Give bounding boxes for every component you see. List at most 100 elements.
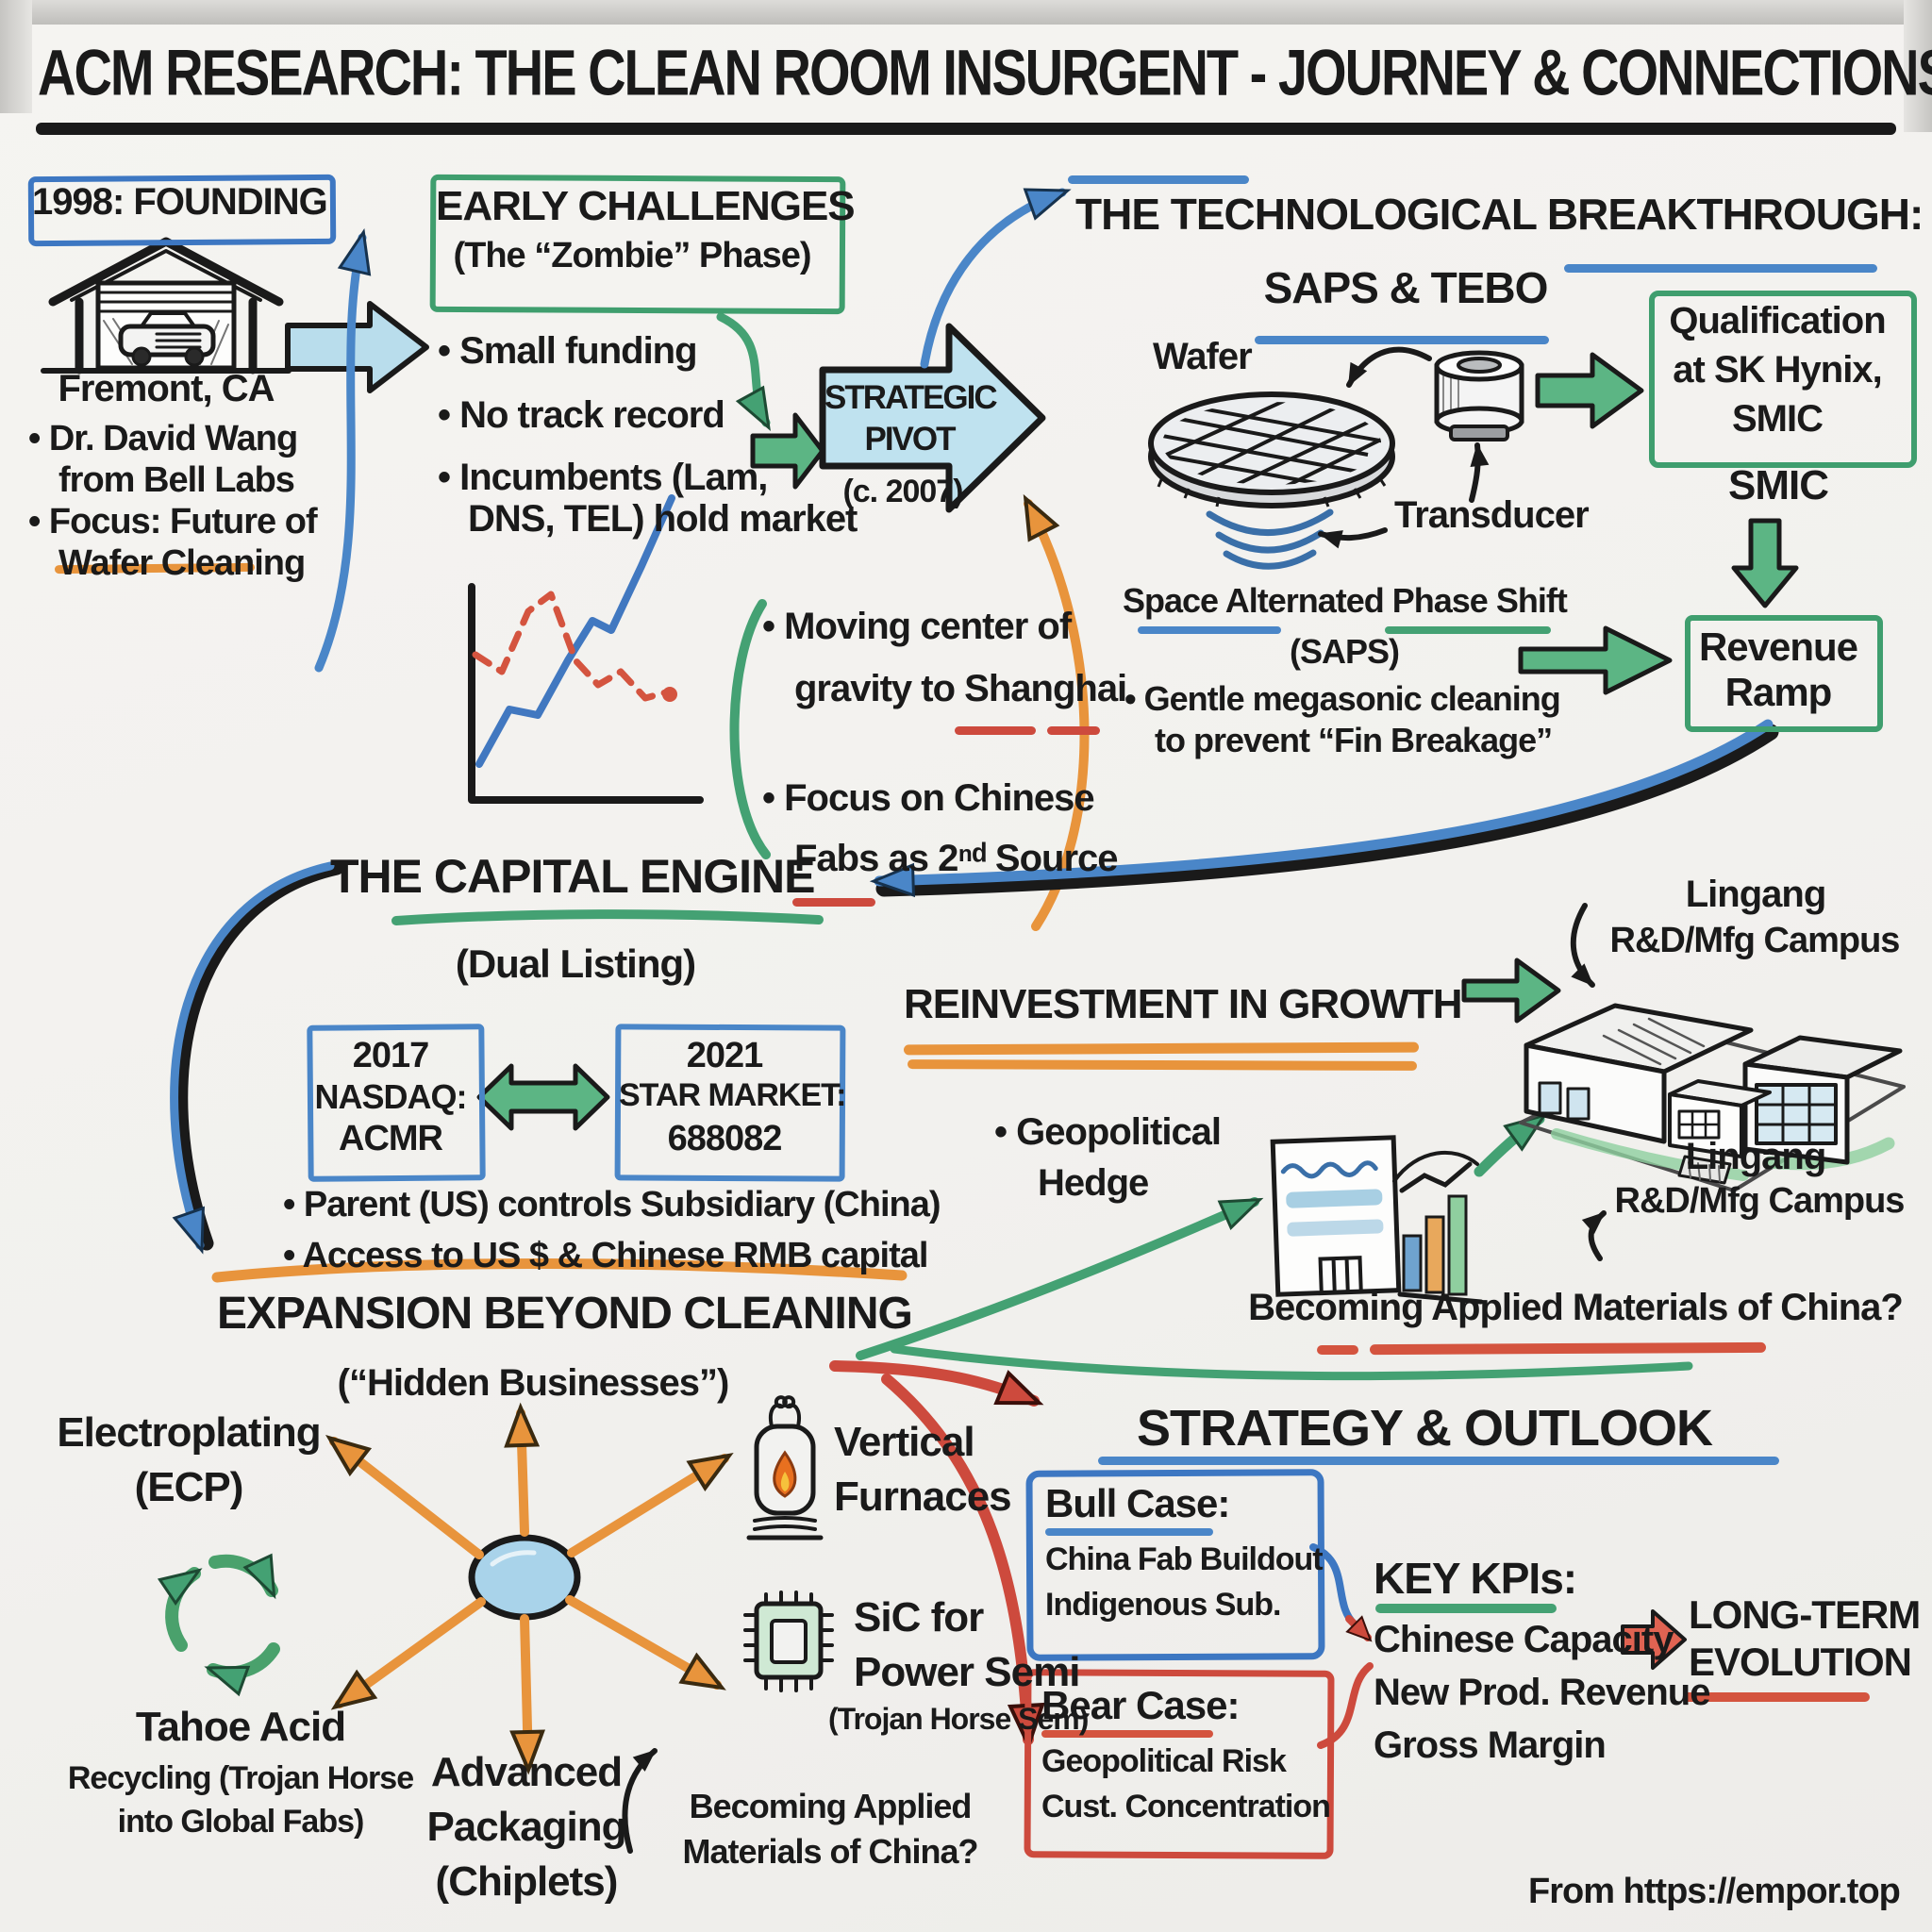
nasdaq-ticker: ACMR bbox=[339, 1119, 443, 1158]
dual-listing-arrow bbox=[476, 1063, 610, 1131]
bar-chart-icon bbox=[1392, 1150, 1484, 1305]
ecp-label-line1: Electroplating bbox=[57, 1409, 321, 1456]
bull-kpi-arrowhead bbox=[1345, 1615, 1373, 1642]
nasdaq-year: 2017 bbox=[352, 1036, 430, 1075]
transducer-up-arrow bbox=[1469, 442, 1490, 503]
founding-bullet1-line1: • Dr. David Wang bbox=[28, 419, 298, 458]
revenue-to-capital-swoosh-shadow bbox=[875, 724, 1779, 897]
hedge-line1: • Geopolitical bbox=[994, 1111, 1222, 1153]
pivot-line1: STRATEGIC bbox=[824, 379, 998, 416]
zombie-chart-icon bbox=[468, 494, 704, 804]
saps-line1: Space Alternated Phase Shift bbox=[1123, 581, 1568, 620]
bottom-question-arrow bbox=[622, 1748, 658, 1854]
packaging-label-line3: (Chiplets) bbox=[435, 1858, 619, 1905]
longterm-underline bbox=[1683, 1692, 1870, 1702]
furnace-label-line2: Furnaces bbox=[834, 1474, 1012, 1520]
strategy-underline bbox=[1098, 1457, 1779, 1465]
smic-label: SMIC bbox=[1728, 462, 1829, 508]
founding-heading: 1998: FOUNDING bbox=[32, 181, 328, 223]
expansion-to-strategy-arrow bbox=[829, 1360, 1044, 1407]
pivot-to-breakthrough-arrow bbox=[920, 188, 1072, 369]
star-ticker: 688082 bbox=[667, 1119, 783, 1158]
capital-subheading: (Dual Listing) bbox=[455, 941, 696, 986]
expansion-to-bearcase-arrow bbox=[881, 1374, 1045, 1751]
founding-bullet2-line1: • Focus: Future of bbox=[28, 502, 318, 541]
qualification-box bbox=[1649, 291, 1917, 468]
pivot-bracket bbox=[729, 599, 771, 859]
capital-bullet2: • Access to US $ & Chinese RMB capital bbox=[283, 1236, 928, 1275]
capital-heading: THE CAPITAL ENGINE bbox=[330, 850, 816, 903]
qualification-line3: SMIC bbox=[1732, 398, 1824, 440]
campus-bottom-label-line1: Lingang bbox=[1685, 1136, 1827, 1177]
campus-bottom-label-line2: R&D/Mfg Campus bbox=[1614, 1181, 1906, 1221]
wafer-label: Wafer bbox=[1153, 336, 1253, 377]
bear-title-underline bbox=[1041, 1730, 1213, 1738]
sic-label-line3: (Trojan Horse Sem) bbox=[828, 1702, 1089, 1736]
kpi-item-3: Gross Margin bbox=[1374, 1724, 1607, 1766]
pivot-bullet1-line2: gravity to Shanghai bbox=[794, 668, 1127, 709]
longterm-line2: EVOLUTION bbox=[1689, 1640, 1912, 1684]
pivot-bullet2-line2: Fabs as 2ⁿᵈ Source bbox=[794, 838, 1119, 879]
founding-location: Fremont, CA bbox=[58, 368, 275, 409]
whiteboard-frame-right bbox=[1904, 0, 1932, 132]
founding-bullet1-line2: from Bell Labs bbox=[58, 460, 295, 500]
tahoe-label-line3: into Global Fabs) bbox=[117, 1804, 365, 1840]
bear-kpi-connector bbox=[1317, 1662, 1374, 1749]
whiteboard-rail bbox=[0, 0, 1932, 25]
challenges-heading: EARLY CHALLENGES bbox=[436, 183, 856, 229]
expansion-subheading: (“Hidden Businesses”) bbox=[337, 1362, 730, 1404]
wafer-icon bbox=[1148, 391, 1395, 508]
kpi-item-1: Chinese Capacity bbox=[1374, 1619, 1674, 1660]
bear-line2: Cust. Concentration bbox=[1041, 1789, 1331, 1824]
kpi-to-longterm-arrow bbox=[1621, 1609, 1687, 1670]
attribution: From https://empor.top bbox=[1528, 1872, 1901, 1911]
applied-materials-question: Becoming Applied Materials of China? bbox=[1248, 1287, 1904, 1328]
page-title: ACM RESEARCH: THE CLEAN ROOM INSURGENT -… bbox=[38, 36, 1932, 109]
breakthrough-mark-left bbox=[1068, 175, 1249, 184]
breakthrough-heading-line2: SAPS & TEBO bbox=[1263, 263, 1549, 312]
revenue-box bbox=[1685, 615, 1883, 732]
campus-top-label-line2: R&D/Mfg Campus bbox=[1609, 921, 1901, 960]
challenges-subheading: (The “Zombie” Phase) bbox=[453, 236, 811, 275]
bull-line2: Indigenous Sub. bbox=[1045, 1587, 1281, 1623]
campus-bottom-label-arrow bbox=[1581, 1210, 1607, 1261]
saps-underline-blue bbox=[1138, 626, 1281, 634]
saps-underline-green bbox=[1385, 626, 1551, 634]
saps-bullet-line2: to prevent “Fin Breakage” bbox=[1155, 721, 1553, 759]
smic-down-arrow bbox=[1731, 518, 1799, 608]
pivot-caption: (c. 2007) bbox=[842, 474, 963, 509]
garage-icon bbox=[41, 237, 291, 375]
challenges-to-pivot-arrow bbox=[750, 412, 825, 490]
hedge-line2: Hedge bbox=[1038, 1162, 1149, 1204]
pivot-bullet2-line1: • Focus on Chinese bbox=[762, 777, 1095, 819]
reinvest-to-campus-arrow bbox=[1461, 958, 1561, 1024]
transducer-icon bbox=[1434, 350, 1524, 441]
kpi-underline bbox=[1375, 1604, 1557, 1613]
bottom-question-line1: Becoming Applied bbox=[689, 1787, 973, 1825]
to-qualification-arrow bbox=[1535, 352, 1644, 429]
transducer-label: Transducer bbox=[1394, 494, 1590, 536]
chip-icon bbox=[743, 1591, 834, 1692]
revenue-to-capital-swoosh bbox=[869, 719, 1774, 898]
packaging-label-line2: Packaging bbox=[426, 1804, 626, 1850]
tahoe-label-line2: Recycling (Trojan Horse bbox=[67, 1760, 414, 1796]
challenges-bullet3-line2: DNS, TEL) hold market bbox=[468, 498, 858, 540]
sic-label-line2: Power Semi bbox=[854, 1649, 1080, 1695]
star-year: 2021 bbox=[686, 1036, 764, 1075]
furnace-icon bbox=[746, 1395, 824, 1541]
qualification-line2: at SK Hynix, bbox=[1673, 349, 1882, 391]
fabs-underline bbox=[792, 898, 875, 907]
packaging-label-line1: Advanced bbox=[430, 1749, 623, 1795]
challenges-bullet2: • No track record bbox=[438, 394, 725, 436]
expansion-heading: EXPANSION BEYOND CLEANING bbox=[217, 1289, 913, 1339]
capital-underline bbox=[391, 909, 824, 925]
reinvest-heading: REINVESTMENT IN GROWTH bbox=[904, 981, 1463, 1027]
kpi-heading: KEY KPIs: bbox=[1374, 1554, 1577, 1603]
qualification-line1: Qualification bbox=[1669, 300, 1886, 341]
shanghai-underline-2 bbox=[1047, 726, 1100, 735]
bull-title-underline bbox=[1045, 1528, 1213, 1536]
bull-title: Bull Case: bbox=[1045, 1481, 1230, 1525]
furnace-label-line1: Vertical bbox=[834, 1419, 975, 1465]
